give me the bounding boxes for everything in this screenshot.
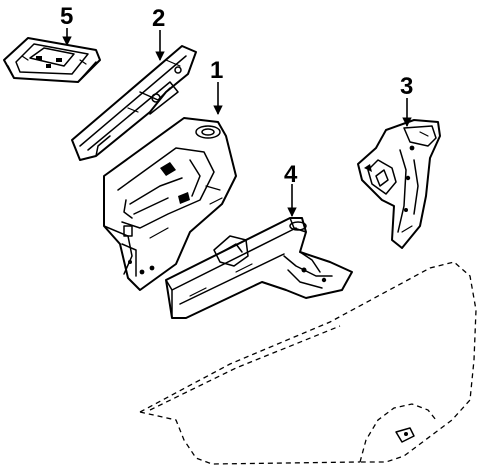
leader-lines	[62, 28, 412, 217]
callout-5: 5	[60, 3, 73, 30]
fender-outline	[139, 261, 477, 465]
part-5-tray	[3, 37, 101, 83]
part-2-rail	[71, 45, 197, 161]
callout-4: 4	[284, 161, 298, 188]
part-1-apron	[103, 117, 237, 291]
callout-2: 2	[152, 5, 165, 32]
callout-3: 3	[400, 73, 413, 100]
callout-1: 1	[210, 57, 223, 84]
part-4-lower-rail	[165, 217, 353, 319]
callout-labels: 5 2 1 3 4	[60, 3, 413, 188]
part-3-bracket	[357, 119, 441, 249]
